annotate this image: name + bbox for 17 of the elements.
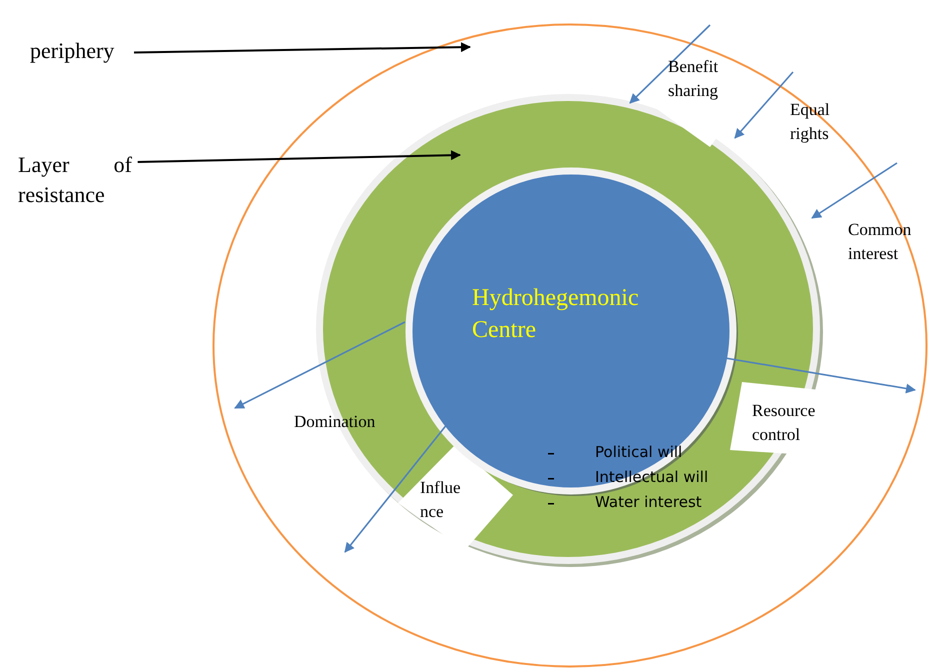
node-label: periphery bbox=[30, 36, 134, 66]
edge-label: Influe nce bbox=[420, 477, 462, 523]
arrow bbox=[134, 42, 471, 54]
periphery-ellipse bbox=[212, 23, 928, 668]
arrow bbox=[724, 357, 916, 394]
arrow bbox=[811, 162, 898, 219]
centre-circle bbox=[404, 166, 738, 496]
node-label: Layer of resistance bbox=[18, 150, 132, 210]
edge-label: Benefit sharing bbox=[668, 56, 720, 102]
list-item: Water interest bbox=[595, 492, 702, 513]
arrow bbox=[234, 321, 406, 409]
arrow bbox=[138, 150, 461, 163]
node-label: Hydrohegemonic Centre bbox=[472, 284, 640, 345]
list-item: Intellectual will bbox=[595, 467, 708, 488]
arrow bbox=[629, 24, 711, 104]
edge-label: Resource control bbox=[752, 400, 816, 446]
arrow bbox=[734, 71, 794, 139]
